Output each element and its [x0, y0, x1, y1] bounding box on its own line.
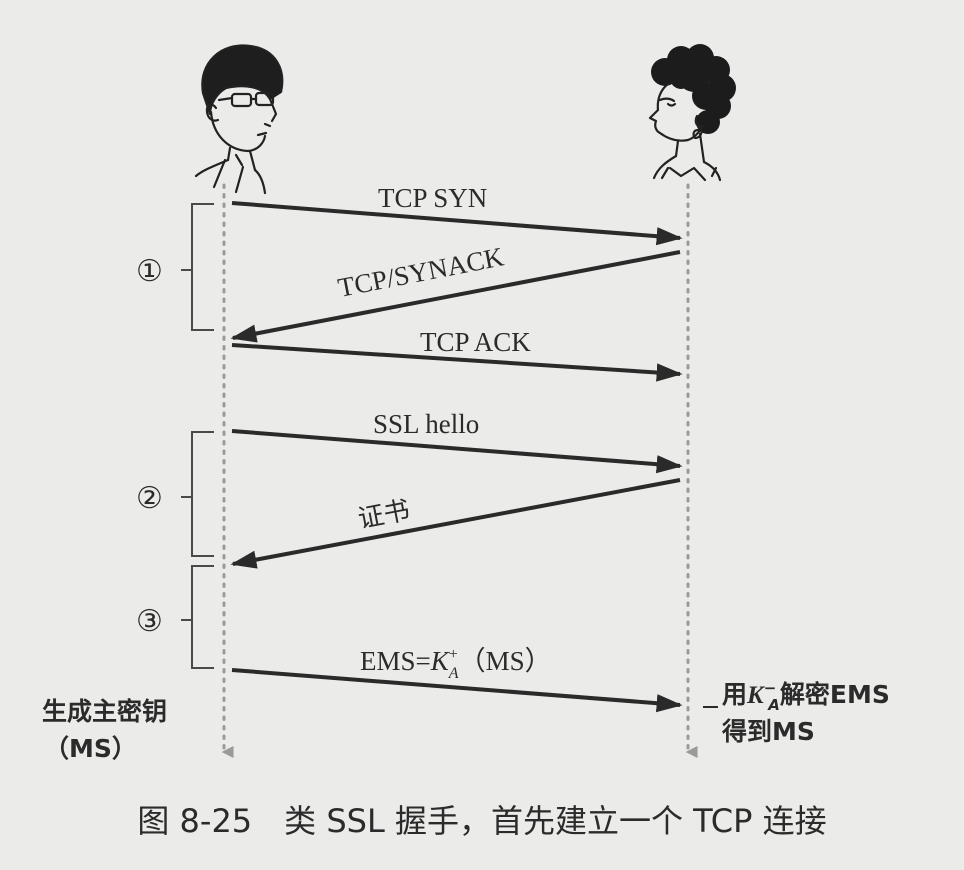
label-ems: EMS=K+A（MS）: [360, 646, 552, 682]
man-with-glasses-icon: [194, 44, 284, 195]
right-note-line2: 得到MS: [721, 717, 815, 746]
phase-2-bracket: [181, 431, 214, 557]
label-tcp-syn: TCP SYN: [378, 183, 487, 213]
phase-2-marker: ②: [136, 481, 163, 516]
right-note-line1: 用K−A解密EMS: [722, 679, 890, 714]
label-ssl-hello: SSL hello: [373, 409, 479, 439]
arrow-ems: [231, 668, 683, 713]
phase-3-bracket: [181, 565, 214, 669]
left-note-line1: 生成主密钥: [42, 697, 167, 726]
phase-1-bracket: [181, 203, 214, 331]
arrow-ssl-hello: [231, 429, 683, 474]
phase-3-marker: ③: [136, 604, 163, 639]
left-note-line2: （MS）: [44, 734, 137, 763]
label-certificate: 证书: [356, 495, 413, 534]
arrow-tcp-ack: [231, 343, 683, 382]
figure-caption: 图 8-25 类 SSL 握手，首先建立一个 TCP 连接: [137, 802, 826, 840]
arrow-tcp-syn: [231, 201, 683, 246]
woman-curly-hair-icon: [648, 44, 736, 182]
arrow-certificate: [230, 478, 681, 569]
phase-1-marker: ①: [136, 254, 163, 289]
arrow-tcp-synack: [230, 250, 681, 343]
label-tcp-ack: TCP ACK: [420, 327, 531, 357]
label-tcp-synack: TCP/SYNACK: [335, 241, 506, 303]
